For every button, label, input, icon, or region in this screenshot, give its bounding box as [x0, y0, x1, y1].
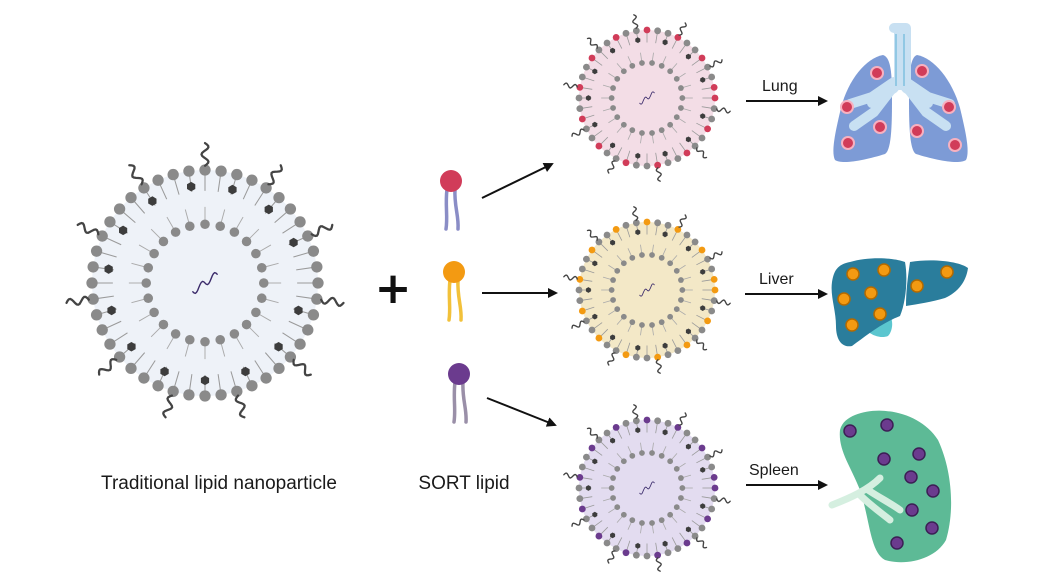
label-spleen: Spleen [749, 462, 799, 479]
lnp-liver-icon [563, 206, 731, 374]
label-lung: Lung [762, 78, 798, 95]
spleen-organ-icon [828, 410, 952, 563]
liver-organ-icon [831, 258, 968, 347]
label-liver: Liver [759, 271, 794, 288]
traditional-lnp-icon [65, 141, 345, 419]
label-sort-lipid: SORT lipid [418, 473, 509, 494]
arrow-to-spleen-lnp [486, 397, 557, 427]
sort-lipid-spleen-icon [448, 363, 470, 424]
arrow-to-lung-lnp [481, 162, 554, 199]
plus-sign: + [375, 263, 412, 314]
sort-lipid-lung-icon [440, 170, 462, 231]
lnp-spleen-icon [563, 404, 731, 572]
sort-lipid-liver-icon [443, 261, 465, 322]
lnp-lung-icon [563, 14, 731, 182]
label-traditional-lnp: Traditional lipid nanoparticle [101, 473, 337, 494]
lung-organ-icon [833, 23, 968, 163]
